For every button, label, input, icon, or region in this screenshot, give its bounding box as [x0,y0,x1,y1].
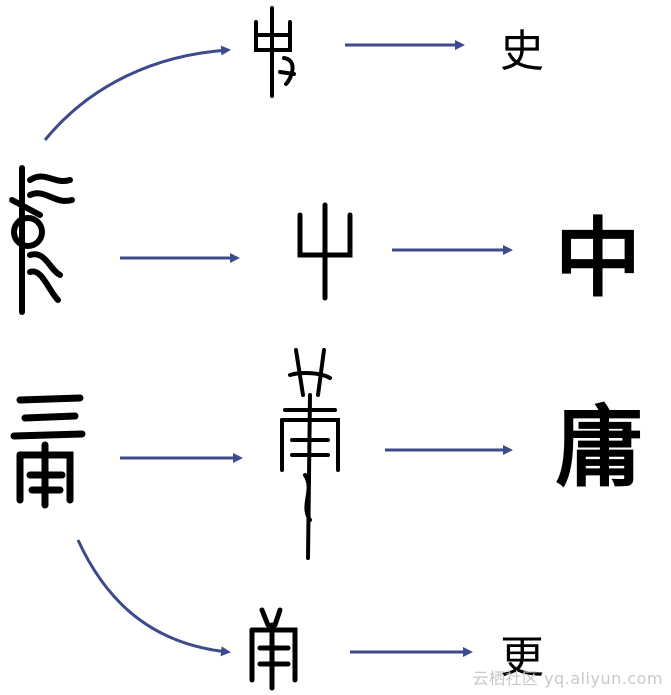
ancient-zhong-glyph [297,202,353,301]
ancient-geng-glyph [249,607,298,691]
ancient-zhong-flag-glyph [9,165,75,315]
modern-shi-char: 史 [500,26,544,77]
modern-zhong-char: 中 [555,209,641,309]
curved-arrow-down [76,539,231,657]
curved-arrow-up [43,45,231,141]
modern-yong-char: 庸 [555,396,643,499]
ancient-yong-tall-glyph [280,348,340,560]
modern-geng-char: 更 [500,632,544,683]
ancient-yong-glyph [10,394,86,509]
watermark: 云栖社区 yq.aliyun.com [472,669,663,688]
ancient-shi-glyph [254,6,296,98]
